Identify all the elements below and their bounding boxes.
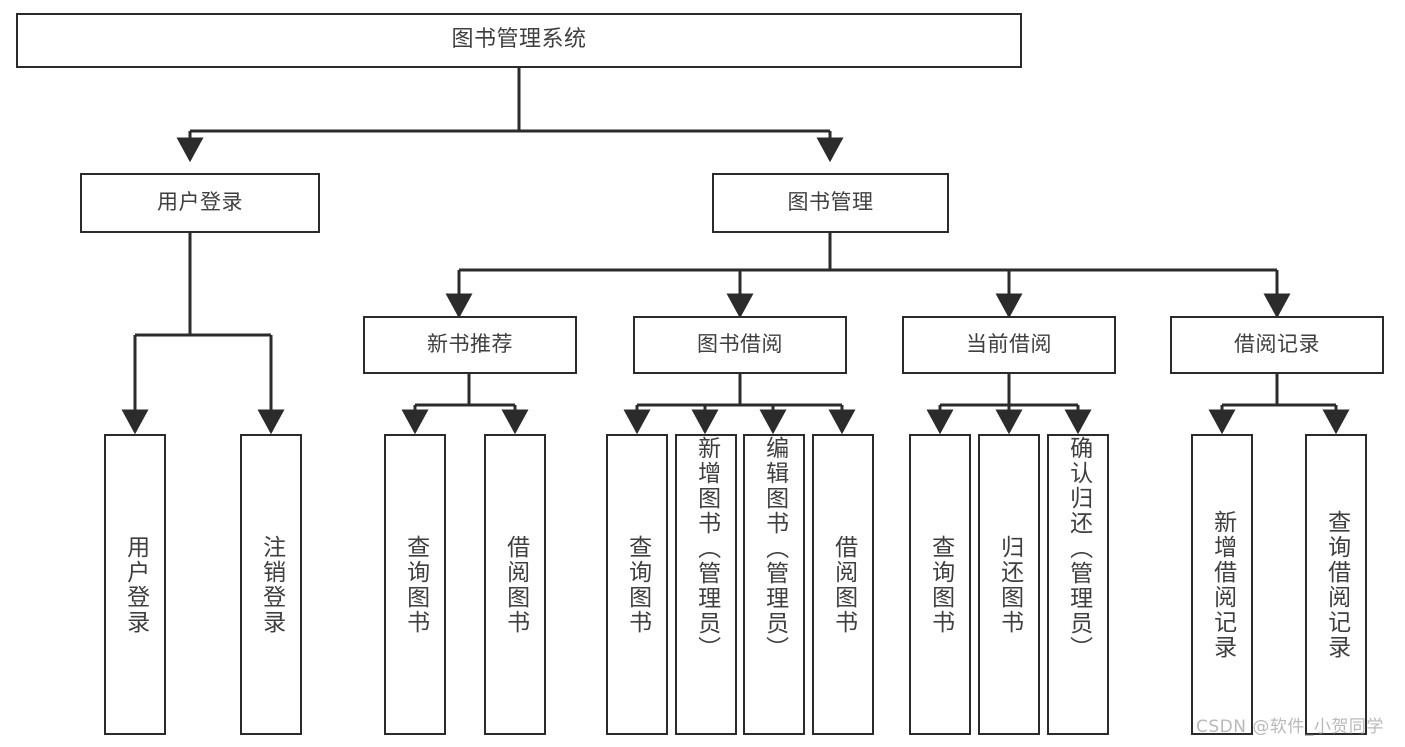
node-label: 借阅记录 [1234, 332, 1320, 357]
node-label: 注销登录 [258, 534, 285, 635]
leaf-book-borrow-query[interactable]: 查询图书 [606, 434, 668, 735]
leaf-user-login-login[interactable]: 用户登录 [104, 434, 166, 735]
node-user-login[interactable]: 用户登录 [80, 173, 320, 233]
leaf-user-login-logout[interactable]: 注销登录 [240, 434, 302, 735]
node-label: 借阅图书 [502, 534, 529, 635]
node-book-management[interactable]: 图书管理 [712, 173, 949, 233]
node-label: 新书推荐 [427, 332, 513, 357]
leaf-borrow-record-add[interactable]: 新增借阅记录 [1191, 434, 1253, 735]
node-label: 确认归还（管理员） [1065, 436, 1092, 661]
node-label: 图书管理系统 [451, 27, 587, 53]
leaf-borrow-record-query[interactable]: 查询借阅记录 [1305, 434, 1367, 735]
node-label: 图书管理 [787, 190, 874, 215]
leaf-new-book-borrow[interactable]: 借阅图书 [484, 434, 546, 735]
node-root-system[interactable]: 图书管理系统 [16, 13, 1022, 68]
node-label: 用户登录 [122, 534, 149, 635]
node-label: 图书借阅 [697, 332, 783, 357]
node-label: 查询图书 [927, 534, 954, 635]
leaf-book-borrow-add[interactable]: 新增图书（管理员） [675, 434, 737, 735]
node-label: 查询图书 [624, 534, 651, 635]
node-new-book-recommend[interactable]: 新书推荐 [363, 316, 577, 374]
node-current-borrow[interactable]: 当前借阅 [902, 316, 1116, 374]
leaf-current-borrow-return[interactable]: 归还图书 [978, 434, 1040, 735]
node-book-borrow[interactable]: 图书借阅 [633, 316, 847, 374]
node-label: 新增图书（管理员） [693, 436, 720, 661]
node-borrow-record[interactable]: 借阅记录 [1170, 316, 1384, 374]
node-label: 用户登录 [157, 190, 243, 215]
leaf-book-borrow-edit[interactable]: 编辑图书（管理员） [743, 434, 805, 735]
node-label: 新增借阅记录 [1209, 509, 1236, 660]
leaf-book-borrow-lend[interactable]: 借阅图书 [812, 434, 874, 735]
node-label: 当前借阅 [966, 332, 1052, 357]
node-label: 查询图书 [402, 534, 429, 635]
node-label: 编辑图书（管理员） [761, 436, 788, 661]
leaf-new-book-query[interactable]: 查询图书 [384, 434, 446, 735]
watermark-text: CSDN @软件_小贺同学 [1196, 717, 1384, 737]
node-label: 查询借阅记录 [1323, 509, 1350, 660]
leaf-current-borrow-confirm-return[interactable]: 确认归还（管理员） [1047, 434, 1109, 735]
node-label: 借阅图书 [830, 534, 857, 635]
leaf-current-borrow-query[interactable]: 查询图书 [909, 434, 971, 735]
node-label: 归还图书 [996, 534, 1023, 635]
